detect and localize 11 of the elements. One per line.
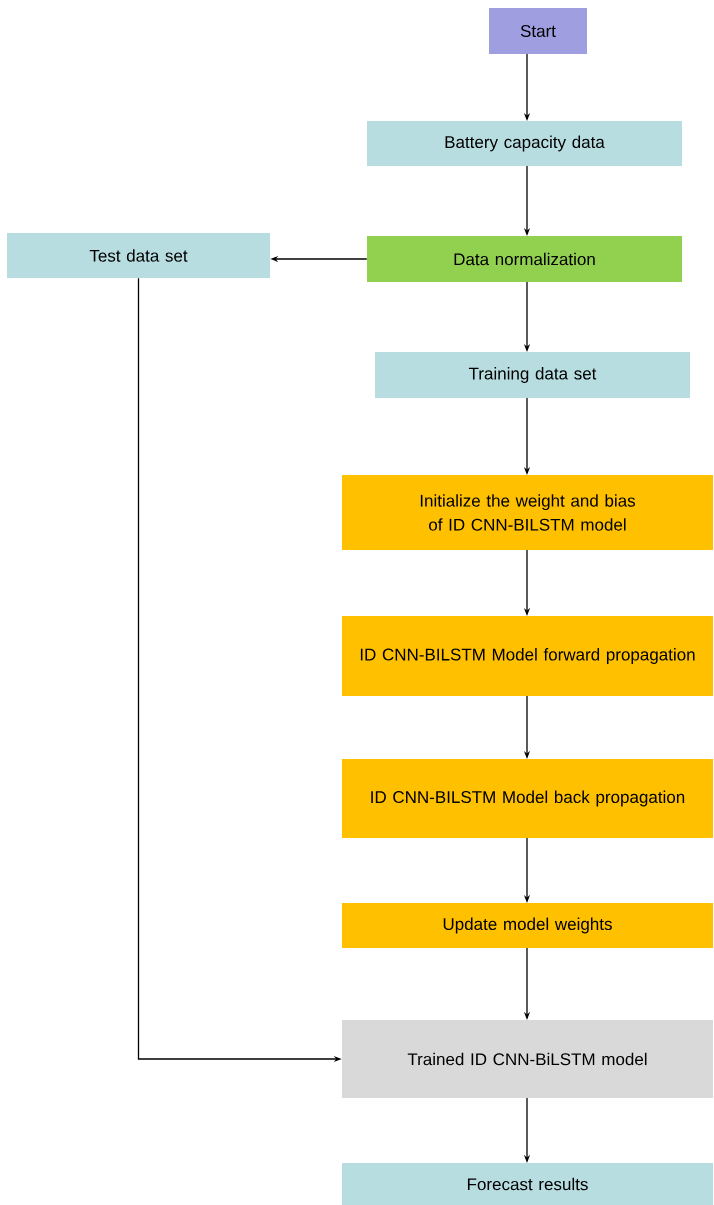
data-box: Training data set: [375, 352, 690, 398]
process-box: ID CNN-BILSTM Model back propagation: [342, 759, 713, 838]
data-box: Test data set: [7, 233, 270, 278]
result-box: Forecast results: [342, 1163, 713, 1205]
process-box: Data normalization: [367, 236, 682, 282]
start-box: Start: [489, 8, 587, 54]
data-box: Battery capacity data: [367, 121, 682, 166]
process-box: ID CNN-BILSTM Model forward propagation: [342, 616, 713, 696]
model-box: Trained ID CNN-BiLSTM model: [342, 1020, 713, 1098]
process-box: Initialize the weight and bias of ID CNN-BILSTM model: [342, 475, 713, 550]
process-box: Update model weights: [342, 903, 713, 948]
